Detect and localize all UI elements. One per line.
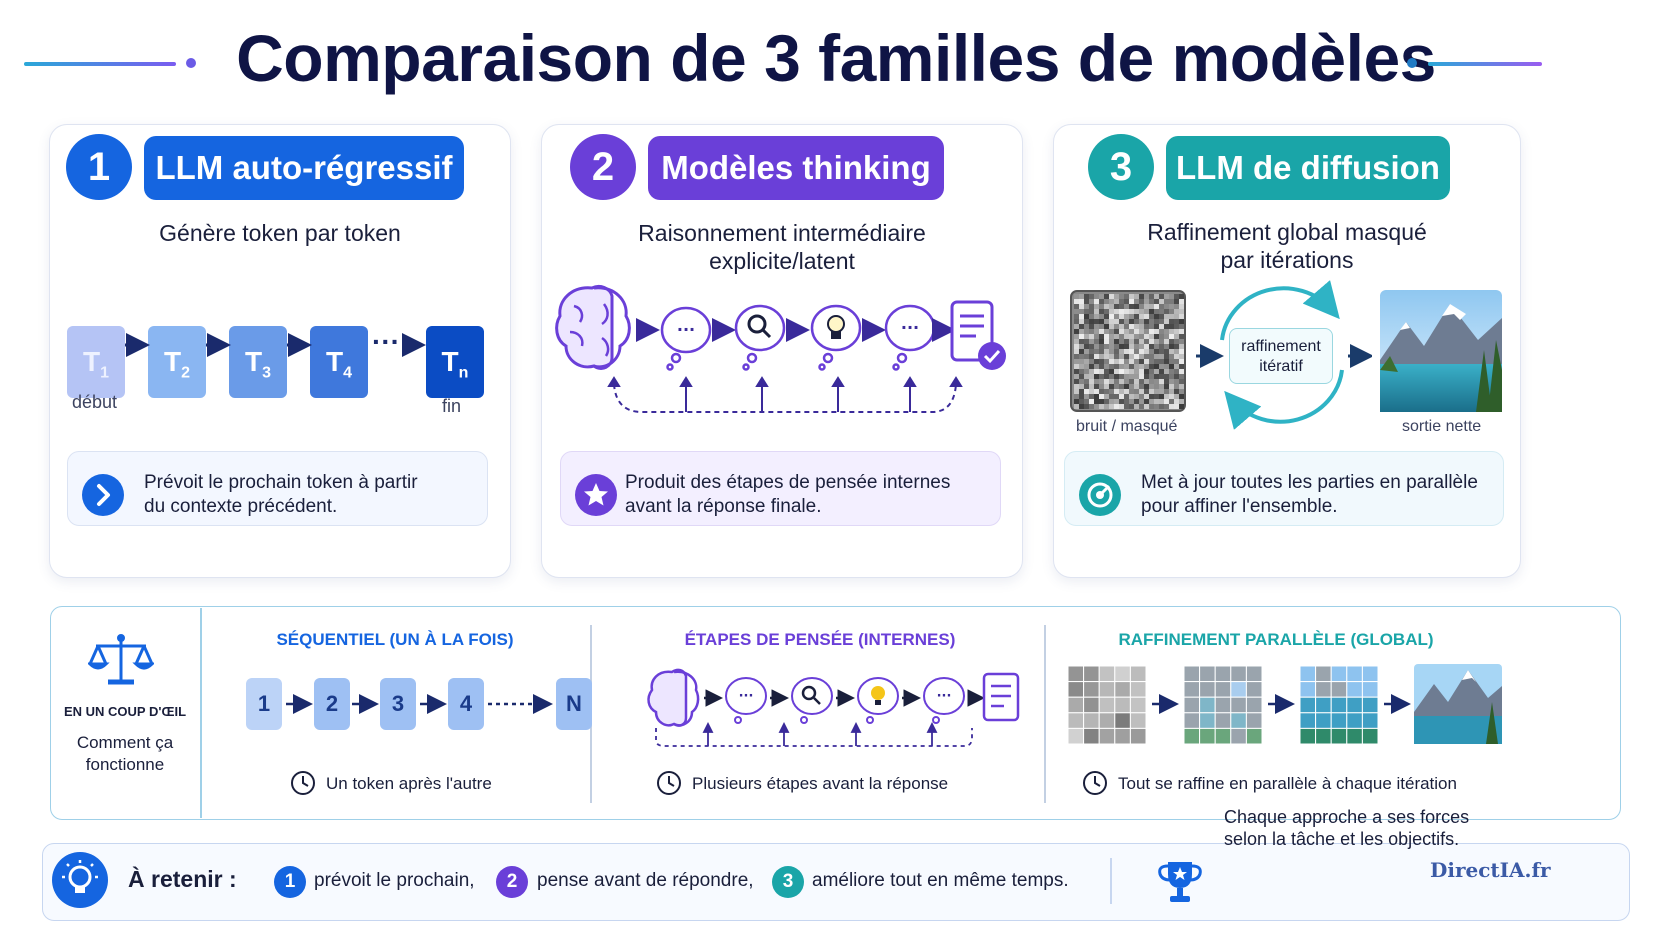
watermark: DirectIA.fr: [1430, 858, 1551, 882]
takeaway-label: À retenir :: [128, 866, 237, 892]
seq-box-n: N: [556, 678, 592, 730]
header-dot-left: [186, 58, 196, 68]
mountain-lake-image: [1380, 290, 1502, 412]
output-label: sortie nette: [1402, 418, 1482, 435]
start-label: début: [72, 392, 118, 412]
card1-title: LLM auto-régressif: [144, 136, 464, 200]
glance-heading: EN UN COUP D'ŒIL: [63, 704, 187, 719]
card3-title: LLM de diffusion: [1166, 136, 1450, 200]
header-dot-right: [1407, 58, 1417, 68]
takeaway-number-1: 1: [274, 866, 306, 898]
section-thinking-caption: Plusieurs étapes avant la réponse: [692, 774, 949, 793]
token-tn: Tn: [426, 326, 484, 398]
thinking-flow-diagram: ··· ···: [555, 284, 1006, 413]
star-icon: [575, 474, 617, 516]
target-icon: [1079, 474, 1121, 516]
seq-box-4: 4: [448, 678, 484, 730]
pixel-grid: [1067, 665, 1147, 745]
takeaway-bar: [42, 843, 1630, 921]
clock-icon: [1083, 771, 1107, 795]
takeaway-text-2: pense avant de répondre,: [537, 870, 754, 891]
token-ellipsis: ···: [372, 326, 400, 357]
takeaway-number-3: 3: [772, 866, 804, 898]
thinking-mini-diagram: ··· ···: [647, 668, 1020, 747]
search-icon: [801, 685, 821, 705]
takeaway-text-1: prévoit le prochain,: [314, 870, 475, 891]
noise-image: [1070, 290, 1186, 412]
card3-description: Met à jour toutes les parties en parallè…: [1064, 451, 1504, 526]
lightbulb-icon: [871, 686, 885, 705]
svg-text:···: ···: [937, 689, 952, 704]
seq-arrows: [286, 694, 553, 714]
svg-text:···: ···: [901, 318, 919, 337]
section-sequential-caption: Un token après l'autre: [326, 774, 492, 793]
thought-bubble-icon: [884, 304, 936, 371]
takeaway-divider: [1110, 858, 1112, 904]
card2-title: Modèles thinking: [648, 136, 944, 200]
card1-number-badge: 1: [66, 134, 132, 200]
header-line-left: [24, 62, 176, 66]
search-icon: [747, 314, 772, 339]
clock-icon: [291, 771, 315, 795]
takeaway-text-3: améliore tout en même temps.: [812, 870, 1069, 891]
card2-number-badge: 2: [570, 134, 636, 200]
section-sequential-title: SÉQUENTIEL (UN À LA FOIS): [276, 630, 514, 649]
brain-icon: [647, 668, 700, 727]
token-arrows: [125, 333, 426, 357]
svg-text:···: ···: [739, 689, 754, 704]
token-t4: T4: [310, 326, 368, 398]
lightbulb-icon: [827, 315, 845, 339]
card1-subtitle: Génère token par token: [159, 220, 401, 246]
noise-label: bruit / masqué: [1076, 418, 1178, 435]
token-t1: T1: [67, 326, 125, 398]
pixel-grid: [1183, 665, 1263, 745]
glance-divider-1: [200, 608, 202, 818]
document-icon: [982, 672, 1020, 722]
page-title: Comparaison de 3 familles de modèles: [236, 21, 1436, 95]
lightbulb-icon: [52, 852, 108, 908]
seq-box-2: 2: [314, 678, 350, 730]
pixel-grid: [1299, 665, 1379, 745]
section-parallel-caption: Tout se raffine en parallèle à chaque it…: [1118, 774, 1457, 793]
header-line-right: [1428, 62, 1542, 66]
brain-icon: [555, 284, 631, 370]
section-thinking-title: ÉTAPES DE PENSÉE (INTERNES): [684, 630, 956, 649]
document-check-icon: [950, 300, 1006, 370]
clock-icon: [657, 771, 681, 795]
seq-box-1: 1: [246, 678, 282, 730]
trophy-icon: [1158, 862, 1202, 902]
search-bubble-icon: [734, 304, 786, 371]
scales-icon: [88, 634, 154, 685]
parallel-refinement-diagram: [1067, 664, 1502, 745]
thought-bubble-icon: [660, 306, 712, 371]
end-label: fin: [442, 396, 462, 416]
takeaway-number-2: 2: [496, 866, 528, 898]
seq-box-3: 3: [380, 678, 416, 730]
refinement-cycle: [1196, 280, 1372, 430]
card3-number-badge: 3: [1088, 134, 1154, 200]
token-t2: T2: [148, 326, 206, 398]
glance-divider-3: [1044, 625, 1046, 803]
svg-text:···: ···: [677, 320, 695, 339]
chevron-right-icon: [82, 474, 124, 516]
section-parallel-title: RAFFINEMENT PARALLÈLE (GLOBAL): [1118, 630, 1434, 649]
token-t3: T3: [229, 326, 287, 398]
mountain-lake-thumbnail: [1414, 664, 1502, 744]
